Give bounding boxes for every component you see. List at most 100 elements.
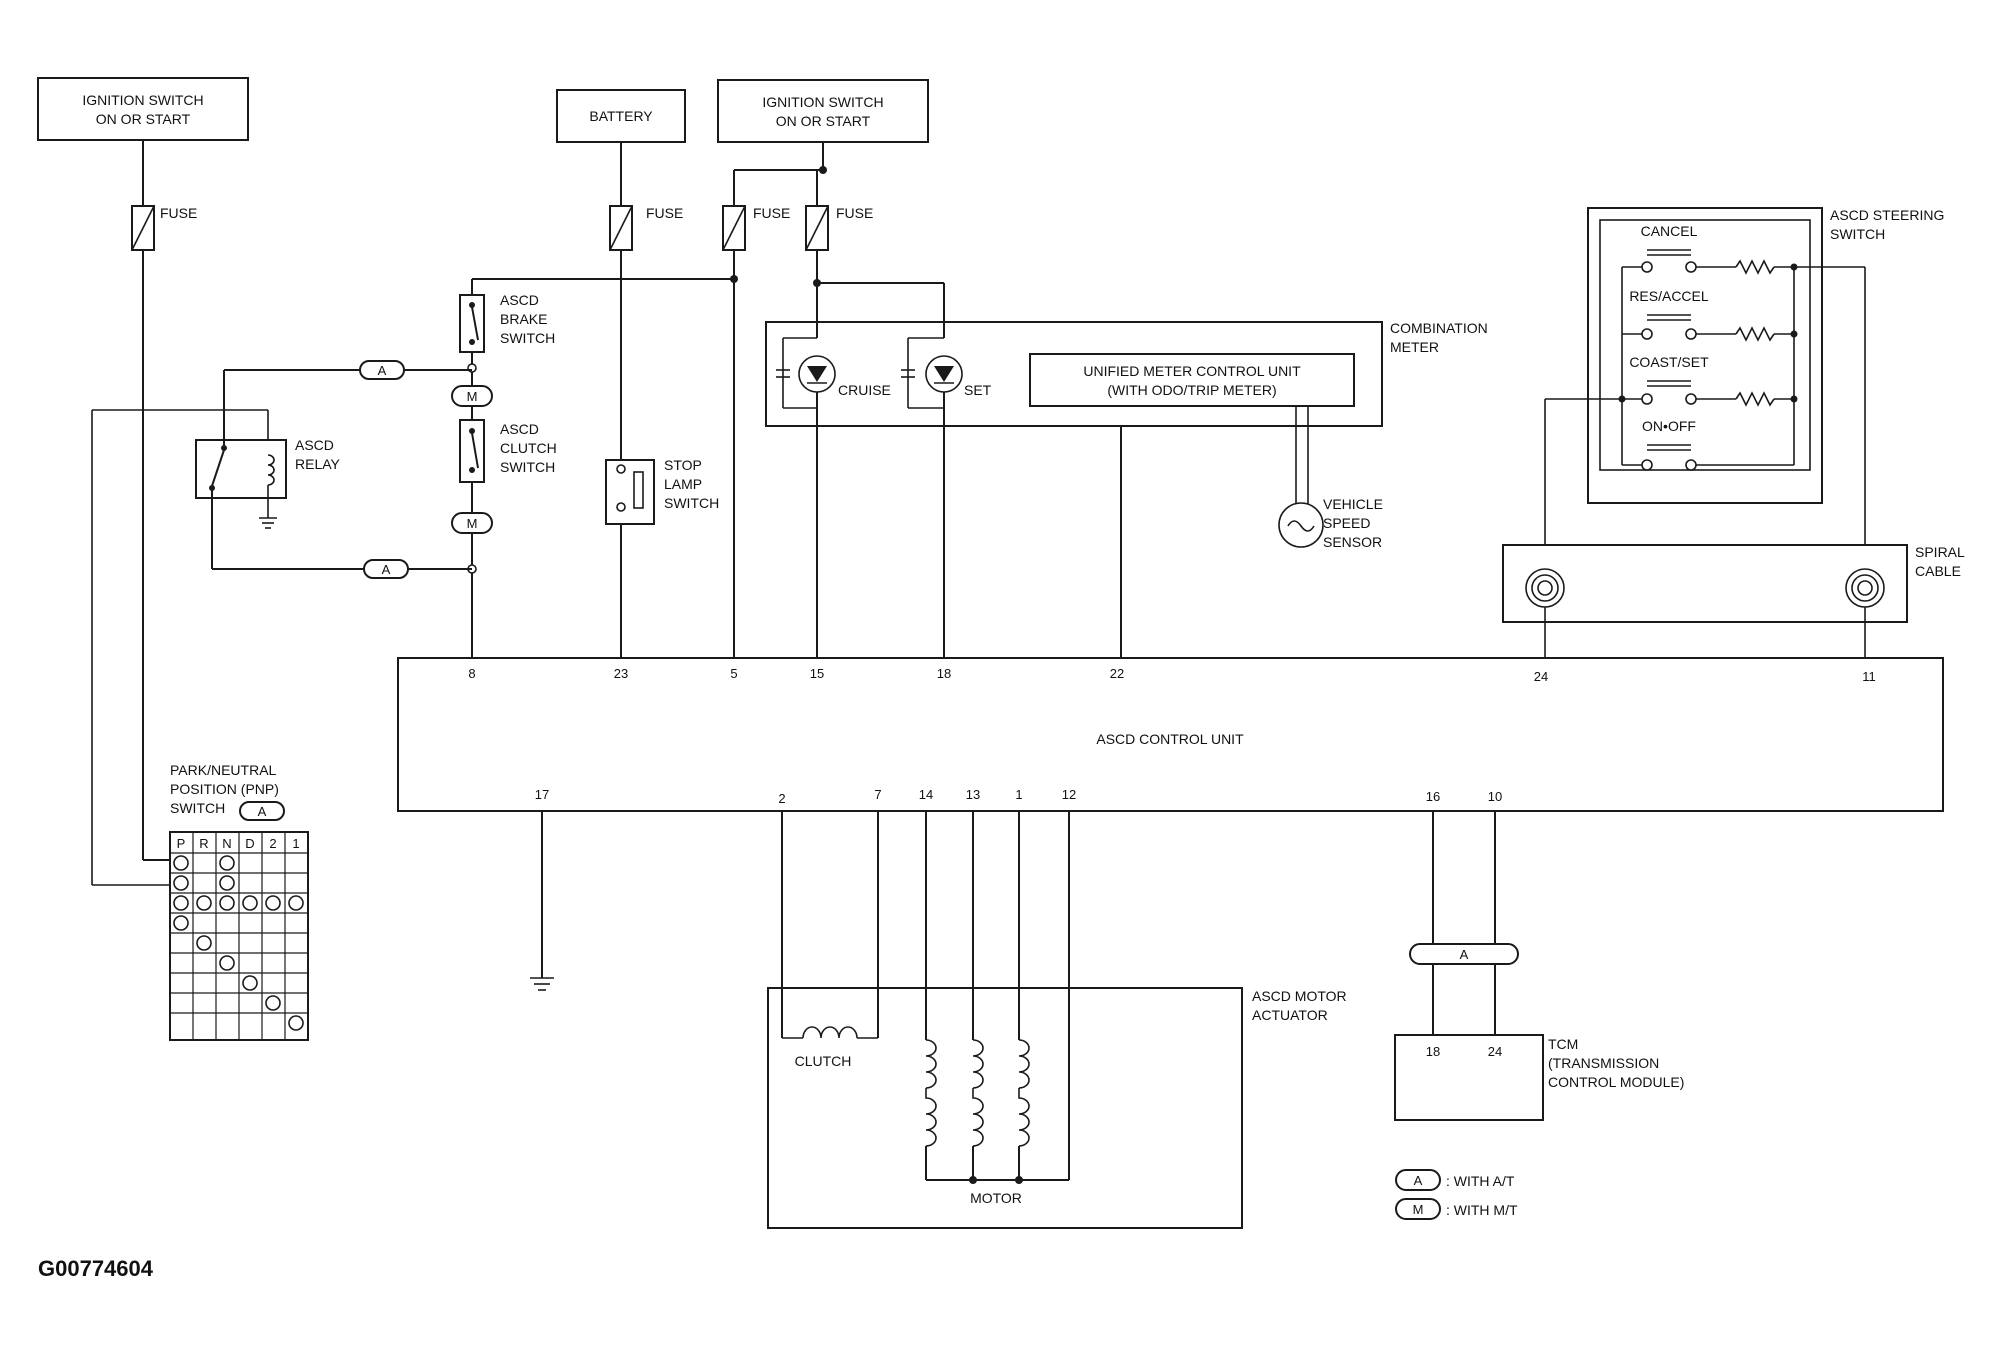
tcm-pin-24: 24 (1488, 1044, 1502, 1059)
ignition-switch-right-line1: IGNITION SWITCH (762, 94, 883, 110)
spiral-cable-line1: SPIRAL (1915, 544, 1965, 560)
steering-button-res-accel: RES/ACCEL (1629, 288, 1709, 340)
tcm: 18 24 TCM (TRANSMISSION CONTROL MODULE) (1394, 1034, 1684, 1121)
fuse-ign-right-b: FUSE (805, 205, 873, 251)
clutch-switch-line2: CLUTCH (500, 440, 557, 456)
fuse-label: FUSE (160, 205, 197, 221)
button-label: COAST/SET (1629, 354, 1709, 370)
pin-8: 8 (468, 666, 475, 681)
pnp-pos-2: 2 (269, 836, 276, 851)
legend: A : WITH A/T M : WITH M/T (1395, 1169, 1518, 1220)
battery-box: BATTERY (556, 89, 686, 143)
pin-13: 13 (966, 787, 980, 802)
combination-meter-line1: COMBINATION (1390, 320, 1488, 336)
connector-tag-m-1: M (451, 385, 493, 407)
vss-line1: VEHICLE (1323, 496, 1383, 512)
combination-meter-line2: METER (1390, 339, 1439, 355)
tcm-line3: CONTROL MODULE) (1548, 1074, 1684, 1090)
pnp-switch: PARK/NEUTRAL POSITION (PNP) SWITCH A P R… (169, 762, 309, 1041)
stop-lamp-line1: STOP (664, 457, 702, 473)
pnp-pos-d: D (245, 836, 254, 851)
legend-text: : WITH M/T (1446, 1202, 1518, 1218)
fuse-ign-left: FUSE (131, 140, 197, 251)
pin-23: 23 (614, 666, 628, 681)
pin-7: 7 (874, 787, 881, 802)
pnp-pos-n: N (222, 836, 231, 851)
ascd-control-unit: ASCD CONTROL UNIT 8 23 5 15 18 22 24 11 … (397, 657, 1944, 812)
fuse-battery: FUSE (609, 142, 683, 251)
pin-17: 17 (535, 787, 549, 802)
pin-12: 12 (1062, 787, 1076, 802)
connector-tag-label: M (467, 389, 478, 404)
clutch-switch: ASCD CLUTCH SWITCH (459, 419, 557, 483)
fuse-label: FUSE (646, 205, 683, 221)
unified-meter-line2: (WITH ODO/TRIP METER) (1107, 382, 1276, 398)
connector-tag-label: A (258, 804, 267, 819)
legend-text: : WITH A/T (1446, 1173, 1515, 1189)
legend-item-m: M : WITH M/T (1395, 1198, 1518, 1220)
steering-button-on-off: ON•OFF (1641, 418, 1697, 471)
ascd-motor-actuator: ASCD MOTOR ACTUATOR (767, 987, 1347, 1229)
fuse-label: FUSE (836, 205, 873, 221)
tcm-line1: TCM (1548, 1036, 1578, 1052)
connector-tag-label: A (378, 363, 387, 378)
ascd-relay: ASCD RELAY (195, 437, 341, 499)
pin-5: 5 (730, 666, 737, 681)
motor-actuator-line2: ACTUATOR (1252, 1007, 1328, 1023)
pin-10: 10 (1488, 789, 1502, 804)
set-label: SET (964, 382, 992, 398)
cruise-label: CRUISE (838, 382, 891, 398)
pin-15: 15 (810, 666, 824, 681)
clutch-switch-line3: SWITCH (500, 459, 555, 475)
fuse-label: FUSE (753, 205, 790, 221)
spiral-cable-line2: CABLE (1915, 563, 1961, 579)
stop-lamp-line2: LAMP (664, 476, 702, 492)
pnp-pos-1: 1 (292, 836, 299, 851)
battery-label: BATTERY (589, 108, 653, 124)
fuse-ign-right-a: FUSE (722, 205, 790, 251)
pin-18: 18 (937, 666, 951, 681)
legend-item-a: A : WITH A/T (1395, 1169, 1515, 1191)
clutch-switch-line1: ASCD (500, 421, 539, 437)
connector-tag-a-pnp: A (239, 801, 285, 821)
legend-tag: A (1414, 1173, 1423, 1188)
button-label: RES/ACCEL (1629, 288, 1709, 304)
set-indicator: SET (901, 337, 992, 409)
pnp-line3: SWITCH (170, 800, 225, 816)
pin-11: 11 (1862, 669, 1876, 684)
connector-tag-label: A (1460, 947, 1469, 962)
clutch-label: CLUTCH (795, 1053, 852, 1069)
steering-button-coast-set: COAST/SET (1629, 354, 1709, 405)
cruise-indicator: CRUISE (776, 337, 891, 409)
ignition-switch-left-line1: IGNITION SWITCH (82, 92, 203, 108)
ignition-switch-box-left: IGNITION SWITCH ON OR START (37, 77, 249, 141)
connector-tag-a-1: A (359, 360, 405, 380)
brake-switch-line2: BRAKE (500, 311, 547, 327)
brake-switch-line3: SWITCH (500, 330, 555, 346)
tcm-line2: (TRANSMISSION (1548, 1055, 1659, 1071)
clutch-coil: CLUTCH (795, 1026, 858, 1069)
vss-line3: SENSOR (1323, 534, 1382, 550)
ignition-switch-right-line2: ON OR START (776, 113, 871, 129)
stop-lamp-switch: STOP LAMP SWITCH (605, 457, 719, 525)
stop-lamp-line3: SWITCH (664, 495, 719, 511)
pnp-pos-p: P (177, 836, 186, 851)
connector-tag-label: M (467, 516, 478, 531)
ignition-switch-left-line2: ON OR START (96, 111, 191, 127)
ascd-steering-switch: ASCD STEERING SWITCH CANCEL RES/ACCEL CO… (1587, 207, 1944, 504)
relay-line2: RELAY (295, 456, 341, 472)
pnp-line1: PARK/NEUTRAL (170, 762, 277, 778)
pin-2: 2 (778, 791, 785, 806)
steering-switch-line2: SWITCH (1830, 226, 1885, 242)
control-unit-label: ASCD CONTROL UNIT (1096, 731, 1244, 747)
button-label: ON•OFF (1642, 418, 1696, 434)
vss-line2: SPEED (1323, 515, 1370, 531)
button-label: CANCEL (1641, 223, 1698, 239)
connector-tag-a-tcm: A (1409, 943, 1519, 965)
vehicle-speed-sensor: VEHICLE SPEED SENSOR (1278, 496, 1383, 550)
steering-button-cancel: CANCEL (1641, 223, 1698, 273)
motor-coils: MOTOR (925, 1039, 1069, 1206)
figure-code: G00774604 (38, 1256, 154, 1281)
steering-switch-line1: ASCD STEERING (1830, 207, 1944, 223)
